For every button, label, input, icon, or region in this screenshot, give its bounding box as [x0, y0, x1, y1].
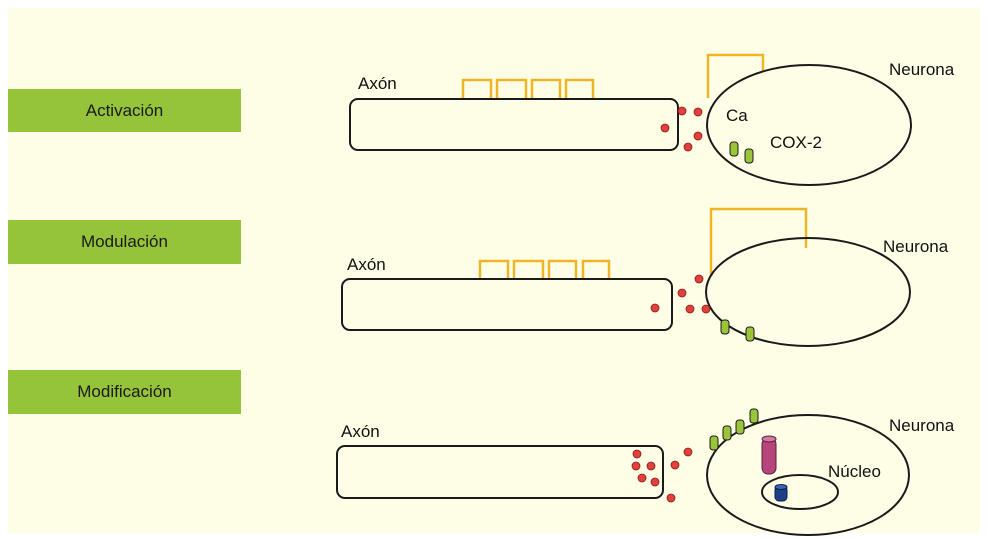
activation-axon — [349, 98, 679, 151]
nuclear-channel — [761, 435, 777, 475]
vesicle — [660, 123, 670, 133]
modification-neuron — [706, 414, 910, 536]
modulation-signal-line — [478, 259, 611, 280]
vesicle — [637, 473, 647, 483]
vesicle — [683, 447, 693, 457]
stage-label-modulation: Modulación — [8, 220, 241, 264]
modulation-neuron — [705, 237, 911, 347]
modulation-axon — [341, 278, 673, 331]
modification-neuron-label: Neurona — [889, 416, 955, 435]
vesicle — [693, 131, 703, 141]
nuclear-channel-body — [761, 437, 777, 475]
nucleus — [761, 474, 839, 510]
modulation-vesicles — [650, 274, 711, 314]
stage-label-activation: Activación — [8, 89, 241, 132]
vesicle — [631, 461, 641, 471]
receptor — [745, 326, 755, 342]
activation-panel: Axón Neurona Ca COX-2 — [349, 53, 955, 186]
vesicle — [677, 106, 687, 116]
vesicle — [694, 274, 704, 284]
vesicle — [650, 303, 660, 313]
stage-label-modification: Modificación — [8, 370, 241, 414]
vesicle — [670, 460, 680, 470]
activation-axon-label: Axón — [358, 74, 397, 93]
modulation-panel: Axón Neurona — [341, 207, 949, 347]
nucleus-label: Núcleo — [828, 462, 881, 481]
vesicle — [632, 449, 642, 459]
modification-axon-label: Axón — [341, 422, 380, 441]
receptor — [735, 419, 745, 435]
receptor — [709, 435, 719, 451]
receptor — [729, 141, 739, 157]
vesicle — [650, 477, 660, 487]
activation-vesicles — [660, 106, 703, 152]
modification-panel: Axón Neurona Núcleo — [336, 408, 955, 536]
vesicle — [677, 288, 687, 298]
modification-receptors — [709, 408, 759, 451]
nucleus-core-top — [774, 484, 788, 490]
activation-neuron-label: Neurona — [889, 60, 955, 79]
modification-vesicles — [631, 447, 693, 503]
vesicle — [683, 142, 693, 152]
activation-feedback-line — [706, 53, 765, 98]
nuclear-channel-top — [761, 435, 777, 443]
receptor — [722, 425, 732, 441]
receptor — [744, 148, 754, 164]
activation-receptors — [729, 141, 754, 164]
modification-axon — [336, 445, 664, 499]
activation-neuron — [706, 64, 912, 186]
receptor — [749, 408, 759, 424]
vesicle — [701, 304, 711, 314]
modulation-receptors — [720, 319, 755, 342]
activation-cox2-label: COX-2 — [770, 133, 822, 152]
vesicle — [693, 107, 703, 117]
nucleus-core — [774, 484, 788, 502]
modulation-neuron-label: Neurona — [883, 237, 949, 256]
modulation-axon-label: Axón — [347, 255, 386, 274]
receptor — [720, 319, 730, 335]
activation-ca-label: Ca — [726, 106, 748, 125]
vesicle — [685, 304, 695, 314]
vesicle — [666, 493, 676, 503]
activation-signal-line — [461, 78, 595, 99]
modulation-feedback-line — [709, 207, 808, 276]
vesicle — [646, 461, 656, 471]
